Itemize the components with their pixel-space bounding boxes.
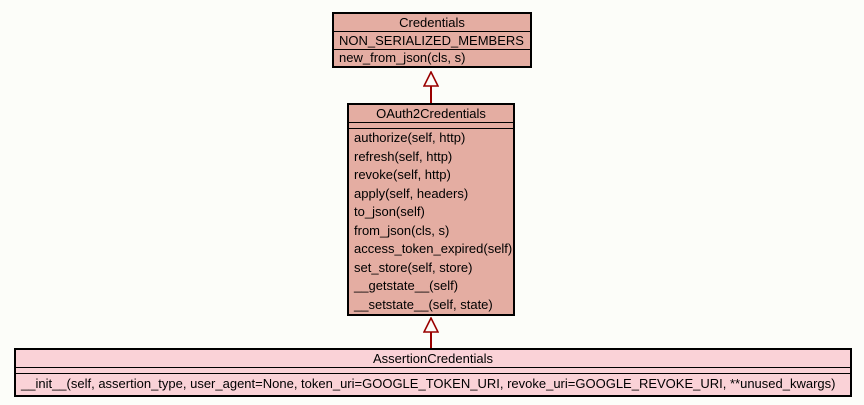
class-methods-section: __init__(self, assertion_type, user_agen… bbox=[16, 374, 850, 395]
class-method: authorize(self, http) bbox=[354, 130, 466, 145]
class-method: apply(self, headers) bbox=[354, 185, 469, 201]
class-method: __setstate__(self, state) bbox=[354, 296, 493, 312]
class-methods-section: new_from_json(cls, s) bbox=[334, 50, 530, 66]
class-title-oauth2credentials: OAuth2Credentials bbox=[349, 105, 513, 123]
inheritance-arrowhead-icon bbox=[423, 317, 439, 333]
class-method: access_token_expired(self) bbox=[354, 241, 513, 256]
class-box-credentials[interactable]: Credentials NON_SERIALIZED_MEMBERS new_f… bbox=[332, 12, 532, 68]
class-box-oauth2credentials[interactable]: OAuth2Credentials authorize(self, http) … bbox=[347, 103, 515, 316]
inheritance-arrowhead-icon bbox=[423, 71, 439, 87]
inheritance-arrow-line bbox=[430, 332, 432, 348]
class-method: __init__(self, assertion_type, user_agen… bbox=[21, 376, 836, 391]
class-methods-section: authorize(self, http) refresh(self, http… bbox=[349, 129, 513, 314]
class-method: __getstate__(self) bbox=[354, 278, 459, 293]
class-method: from_json(cls, s) bbox=[354, 222, 450, 238]
class-title-assertioncredentials: AssertionCredentials bbox=[16, 350, 850, 368]
class-attributes-section bbox=[16, 368, 850, 374]
class-method: to_json(self) bbox=[354, 204, 425, 219]
class-title-credentials: Credentials bbox=[334, 14, 530, 32]
class-method: set_store(self, store) bbox=[354, 259, 473, 275]
class-attributes-section: NON_SERIALIZED_MEMBERS bbox=[334, 32, 530, 50]
class-attribute: NON_SERIALIZED_MEMBERS bbox=[339, 33, 524, 48]
inheritance-arrow-line bbox=[430, 86, 432, 103]
class-method: refresh(self, http) bbox=[354, 148, 453, 164]
class-box-assertioncredentials[interactable]: AssertionCredentials __init__(self, asse… bbox=[14, 348, 852, 397]
class-attributes-section bbox=[349, 123, 513, 129]
class-method: revoke(self, http) bbox=[354, 167, 451, 182]
class-method: new_from_json(cls, s) bbox=[339, 50, 466, 65]
